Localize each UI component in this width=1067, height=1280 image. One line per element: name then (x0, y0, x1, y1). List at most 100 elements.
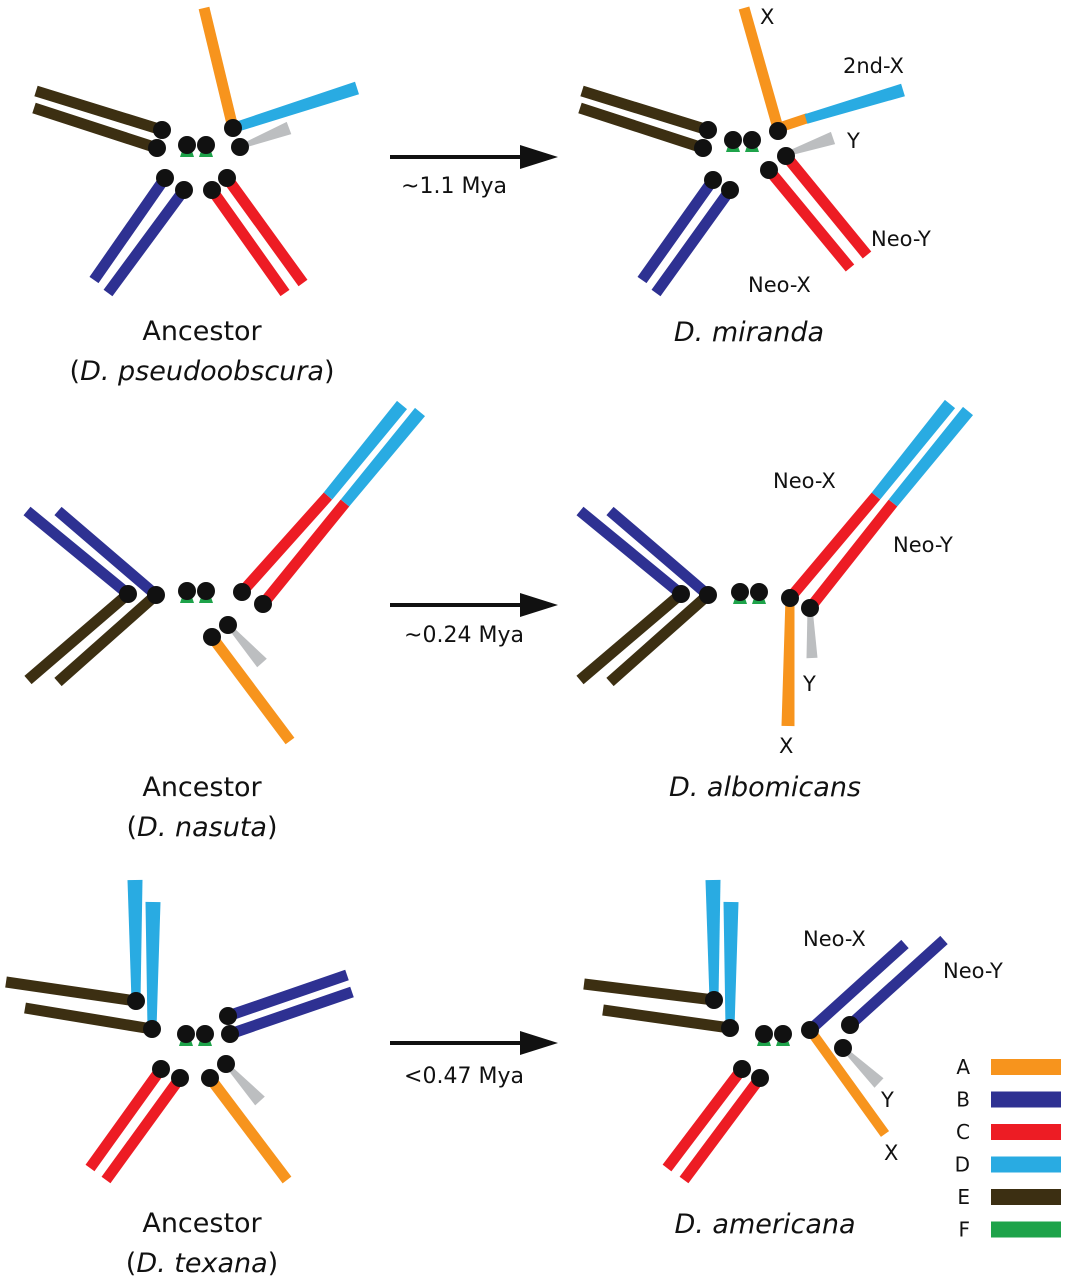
chromosome-d-arm (804, 83, 905, 124)
centromere-dot (841, 1016, 859, 1034)
centromere-dot (219, 616, 237, 634)
centromere-dot (171, 1069, 189, 1087)
centromere-dot (721, 181, 739, 199)
ancestor-caption-line2: (D. texana) (126, 1248, 278, 1279)
chromosome-y-arm (239, 121, 292, 149)
label-x: X (760, 5, 774, 29)
centromere-dot (203, 628, 221, 646)
centromere-dot (731, 583, 749, 601)
centromere-dot (178, 582, 196, 600)
ancestor-caption-line2: (D. pseudoobscura) (70, 356, 335, 387)
centromere-dot (148, 139, 166, 157)
chromosome-d-arm (871, 399, 956, 500)
chromosome-d-arm (127, 879, 143, 1001)
chromosome-a-arm (781, 597, 795, 727)
chromosome-y-arm (841, 1046, 884, 1088)
evolution-arrow (390, 145, 558, 169)
chromosome-b-arm (651, 186, 735, 297)
centromere-dot (801, 599, 819, 617)
label-neo-y: Neo-Y (893, 533, 953, 557)
ancestor-caption-line1: Ancestor (142, 1208, 262, 1239)
legend-swatch-e (991, 1189, 1061, 1205)
centromere-dot (143, 1020, 161, 1038)
chromosome-y-arm (806, 607, 818, 659)
chromosome-d-arm (145, 901, 161, 1029)
chromosome-c-arm (207, 186, 290, 297)
chromosome-d-arm (888, 406, 973, 507)
label-neo-x: Neo-X (773, 469, 836, 493)
arrow-head (520, 1031, 558, 1055)
chromosome-y-arm (783, 131, 836, 157)
chromosome-c-arm (101, 1074, 185, 1184)
centromere-dot (178, 136, 196, 154)
karyotype-americana (583, 879, 948, 1184)
chromosome-a-arm (738, 6, 784, 130)
label-neo-y: Neo-Y (943, 959, 1003, 983)
karyotype-ancestor-texana (5, 879, 354, 1184)
centromere-dot (801, 1021, 819, 1039)
chromosome-b-arm (228, 986, 354, 1040)
centromere-dot (769, 122, 787, 140)
label-x: X (884, 1141, 898, 1165)
label-neo-y: Neo-Y (871, 227, 931, 251)
centromere-dot (699, 586, 717, 604)
centromere-dot (704, 171, 722, 189)
chromosome-e-arm (5, 976, 137, 1007)
centromere-dot (774, 1025, 792, 1043)
karyotype-miranda (578, 6, 905, 297)
centromere-dot (233, 583, 251, 601)
chromosome-a-arm (207, 633, 295, 745)
label-y: Y (880, 1088, 894, 1112)
label-2nd-x: 2nd-X (843, 54, 904, 78)
centromere-dot (254, 595, 272, 613)
centromere-dot (777, 147, 795, 165)
divergence-time-label: ~1.1 Mya (401, 174, 507, 199)
centromere-dot (224, 119, 242, 137)
chromosome-d-arm (323, 400, 407, 500)
centromere-dot (177, 1025, 195, 1043)
evolution-arrow (390, 1031, 558, 1055)
chromosome-a-arm (205, 1074, 292, 1184)
chromosome-c-arm (662, 1065, 747, 1172)
chromosome-d-arm (723, 901, 739, 1028)
centromere-dot (781, 589, 799, 607)
chromosome-b-arm (846, 935, 948, 1030)
divergence-time-label: ~0.24 Mya (404, 623, 524, 648)
centromere-dot (751, 1069, 769, 1087)
centromere-dot (156, 169, 174, 187)
legend-swatch-a (991, 1059, 1061, 1075)
chromosome-e-arm (578, 102, 705, 154)
legend-swatch-b (991, 1091, 1061, 1108)
chromosome-c-arm (805, 499, 898, 612)
centromere-dot (218, 169, 236, 187)
chromosome-b-arm (54, 506, 160, 600)
legend-label-f: F (958, 1218, 970, 1242)
chromosome-e-arm (606, 590, 712, 687)
centromere-dot (196, 1025, 214, 1043)
evolution-arrow (390, 593, 558, 617)
chromosome-b-arm (103, 186, 189, 297)
label-x: X (779, 734, 793, 758)
chromosome-c-arm (258, 499, 350, 608)
chromosome-y-arm (224, 1062, 265, 1106)
chromosome-e-arm (602, 1004, 731, 1034)
centromere-dot (217, 1055, 235, 1073)
chromosome-e-arm (32, 102, 159, 154)
centromere-dot (760, 161, 778, 179)
karyotype-ancestor-nasuta (23, 400, 425, 745)
chromosome-c-arm (679, 1074, 765, 1184)
centromere-dot (750, 583, 768, 601)
species-caption-miranda: D. miranda (674, 317, 824, 348)
centromere-dot (724, 131, 742, 149)
centromere-dot (153, 121, 171, 139)
chromosome-e-arm (24, 1002, 153, 1035)
legend-label-d: D (955, 1153, 970, 1177)
centromere-dot (221, 1025, 239, 1043)
legend-label-e: E (957, 1185, 970, 1209)
ancestor-caption-line1: Ancestor (142, 316, 262, 347)
chromosome-c-arm (785, 492, 881, 602)
legend-swatch-c (991, 1124, 1061, 1140)
legend-label-b: B (956, 1088, 970, 1112)
chromosome-y-arm (226, 623, 267, 668)
